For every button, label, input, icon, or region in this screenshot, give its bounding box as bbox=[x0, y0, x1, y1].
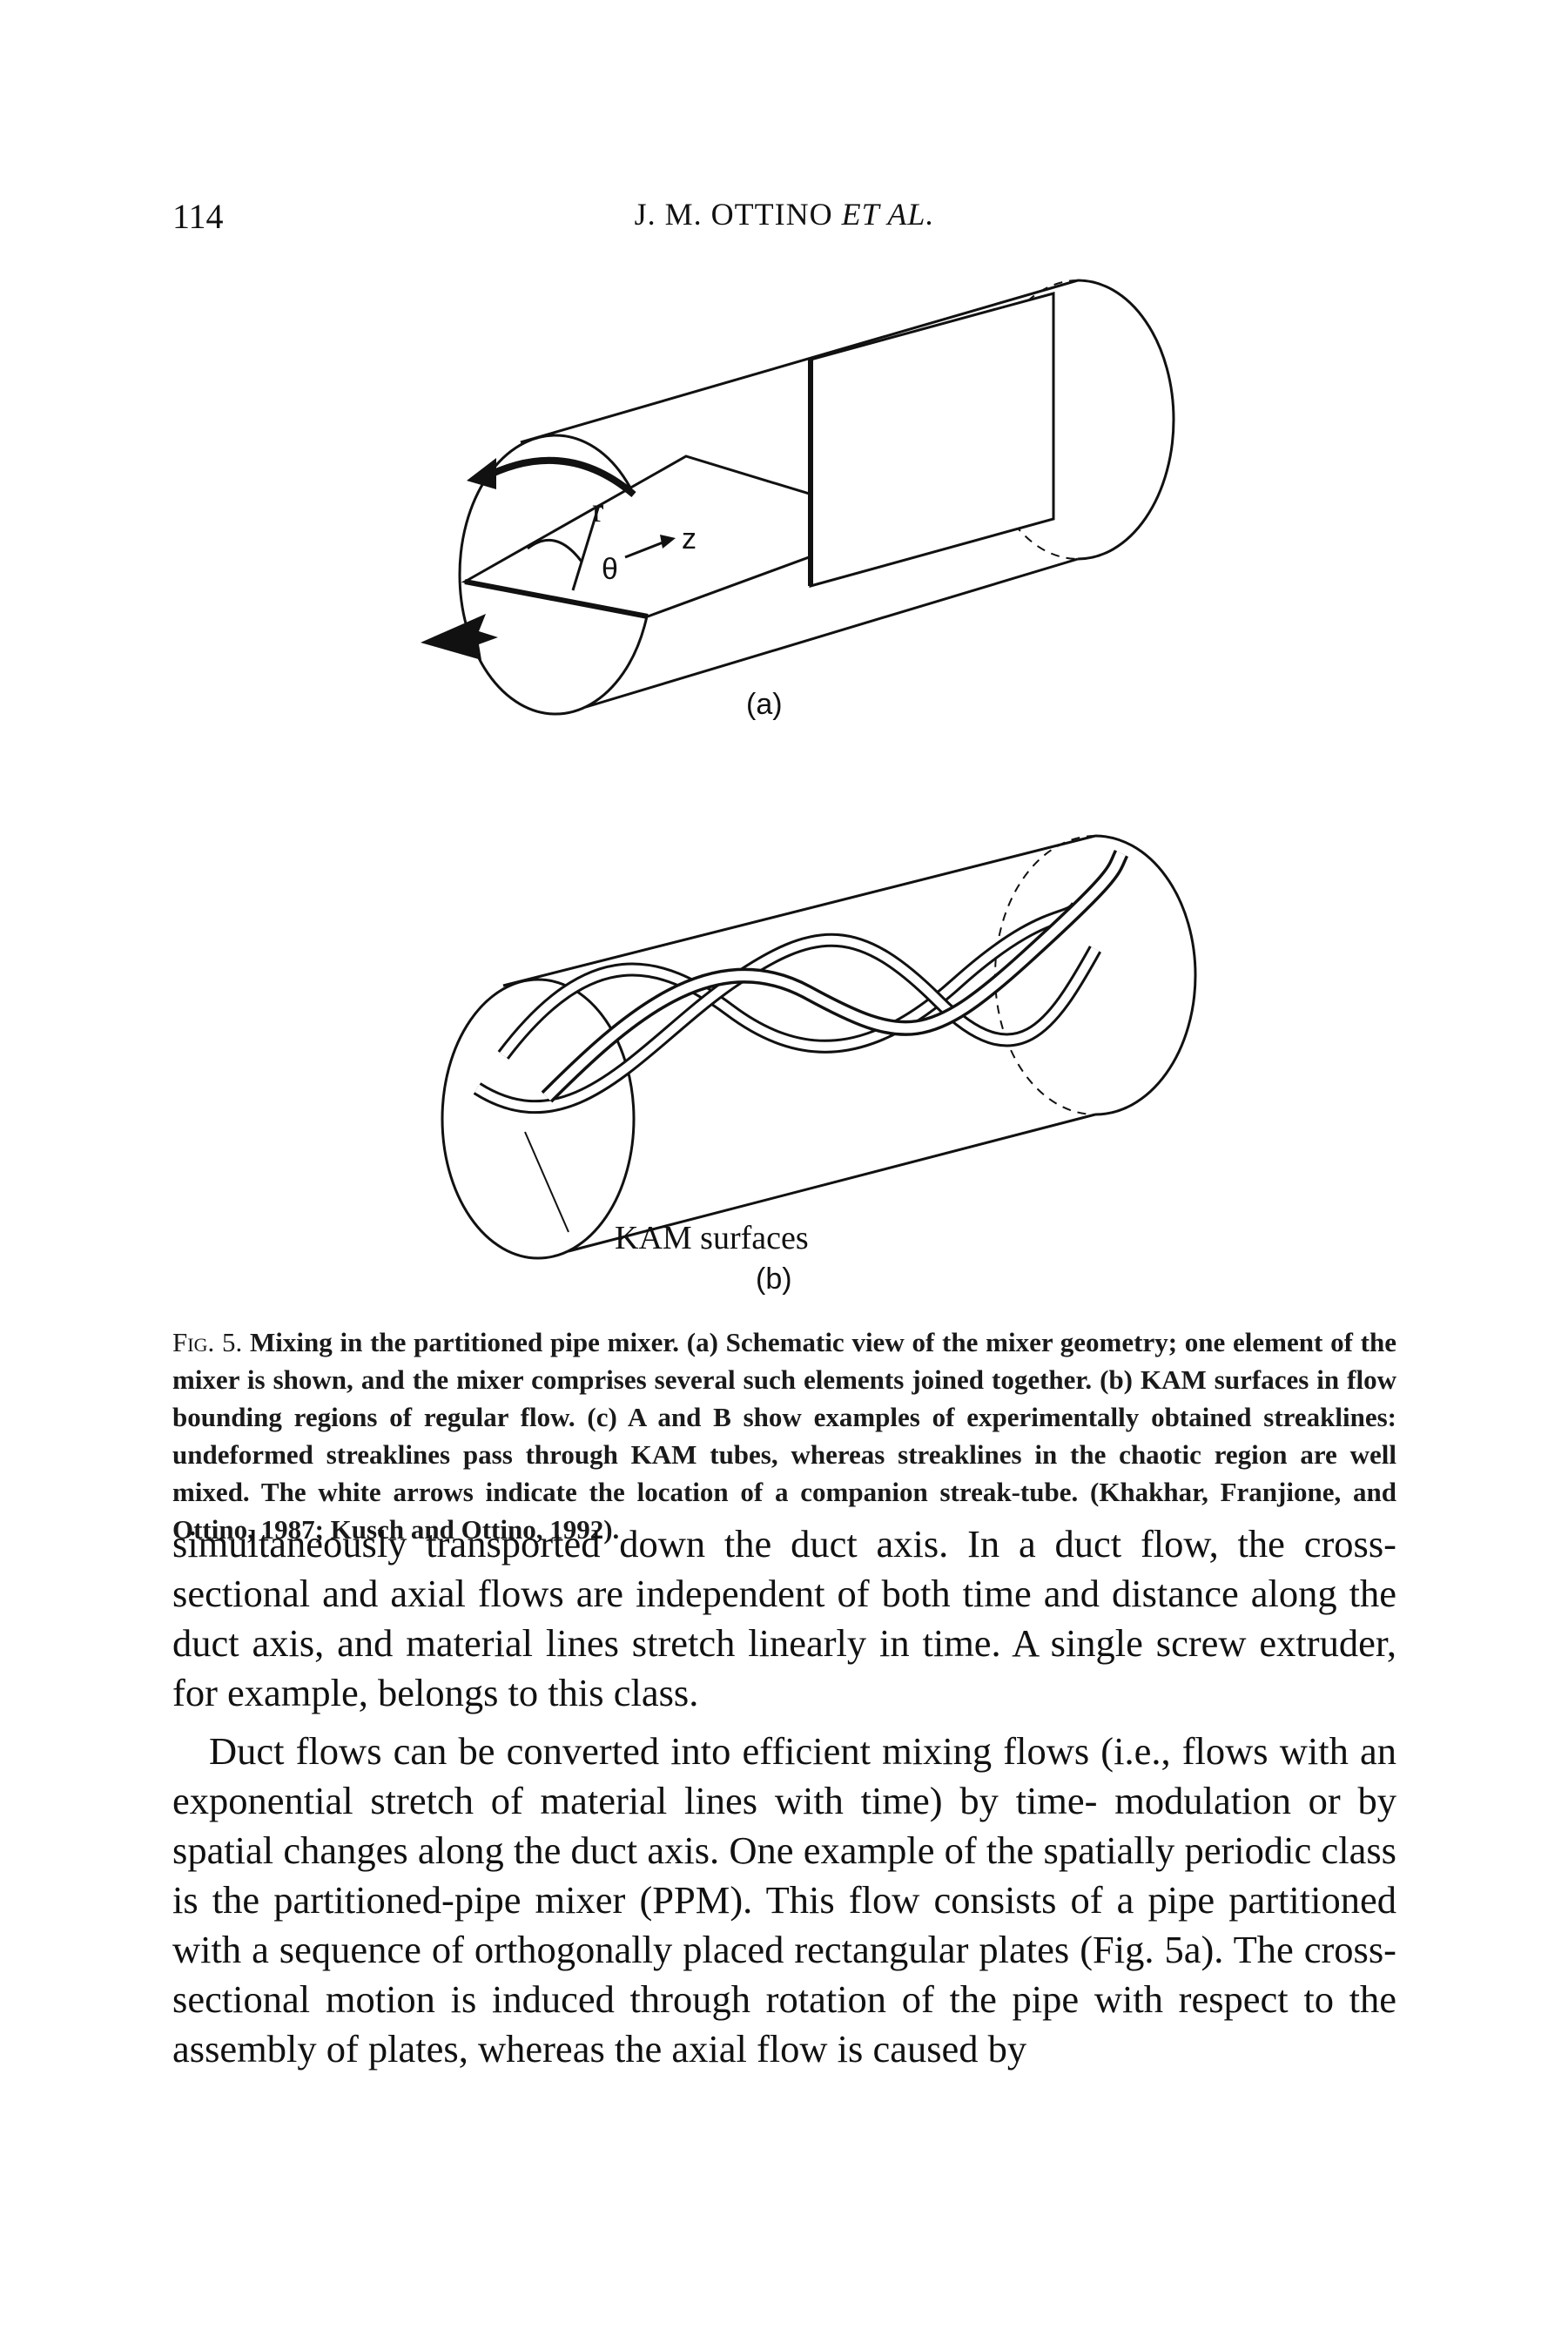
z-arrow-icon bbox=[660, 535, 676, 549]
rotation-arrow-icon bbox=[467, 458, 496, 489]
inflow-arrow-icon bbox=[421, 614, 498, 660]
body-paragraph-2: Duct flows can be converted into efficie… bbox=[172, 1729, 1396, 2071]
kam-surfaces-label: KAM surfaces bbox=[615, 1220, 809, 1256]
figure-5: (a) r θ z KAM surfaces (b) bbox=[172, 261, 1396, 1306]
panel-a-label: (a) bbox=[746, 688, 783, 721]
panel-b-label: (b) bbox=[756, 1263, 792, 1296]
axis-theta-label: θ bbox=[602, 553, 618, 586]
axis-r-label: r bbox=[592, 490, 604, 529]
axis-z-label: z bbox=[682, 522, 697, 556]
figure-caption-text: Mixing in the partitioned pipe mixer. (a… bbox=[172, 1327, 1396, 1545]
figure-caption-label: Fig. 5. bbox=[172, 1327, 243, 1357]
page-number: 114 bbox=[172, 197, 224, 236]
page-header: 114 J. M. OTTINO ET AL. bbox=[172, 196, 1396, 248]
panel-a-pipe bbox=[458, 279, 1175, 716]
figure-5-drawing bbox=[421, 279, 1197, 1260]
body-paragraph-1: simultaneously transported down the duct… bbox=[172, 1522, 1396, 1714]
running-head-etal: ET AL. bbox=[841, 197, 935, 232]
running-head: J. M. OTTINO ET AL. bbox=[172, 196, 1396, 232]
figure-caption: Fig. 5. Mixing in the partitioned pipe m… bbox=[172, 1323, 1396, 1548]
panel-b-pipe bbox=[441, 834, 1197, 1260]
body-text: simultaneously transported down the duct… bbox=[172, 1519, 1396, 2074]
running-head-authors: J. M. OTTINO bbox=[634, 197, 833, 232]
